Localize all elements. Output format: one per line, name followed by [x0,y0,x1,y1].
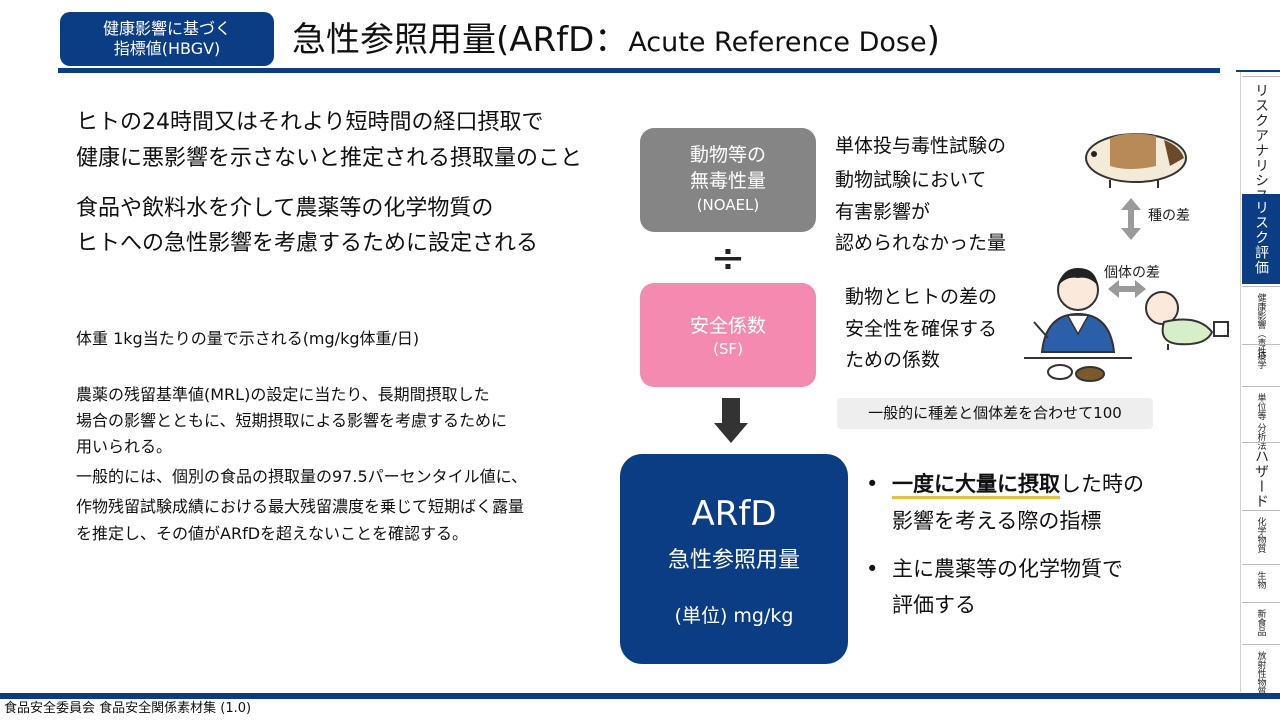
sf-line-1: 安全係数 [689,315,766,337]
bullet-2-line-2: 評価する [892,593,976,617]
arfd-name: 急性参照用量 [667,548,800,573]
sidebar-item-novel-foods[interactable]: 新食品 [1242,602,1280,642]
unit-note: 体重 1kg当たりの量で示される(mg/kg体重/日) [76,329,420,348]
sidebar-item-chemicals[interactable]: 化学物質 [1242,510,1280,562]
bullet-1-highlight: 一度に大量に摂取 [892,472,1060,499]
title-end: ) [926,20,940,60]
sf-desc-3: ための係数 [845,349,941,371]
footer-rule [0,693,1280,699]
guinea-pig-icon [1085,133,1187,188]
sidebar-item-risk-analysis[interactable]: リスクアナリシス [1242,76,1280,203]
sidebar-label: 生物 [1255,571,1266,589]
sf-desc-2: 安全性を確保する [845,318,998,340]
down-arrow-icon [714,423,748,443]
bullet-dot: • [866,472,879,496]
individual-arrow-icon [1108,280,1146,298]
arfd-box: ARfD 急性参照用量 (単位) mg/kg [620,454,848,664]
noael-desc-4: 認められなかった量 [835,232,1007,254]
adult-eating-icon [1024,268,1132,382]
species-label: 種の差 [1148,208,1190,224]
bullet-2-line-1: 主に農薬等の化学物質で [892,557,1123,581]
noael-desc-1: 単体投与毒性試験の [835,135,1007,157]
sidebar-item-radioactive[interactable]: 放射性物質 [1242,644,1280,696]
sidebar-item-health-effects[interactable]: 健康影響（毒性） [1242,286,1280,365]
sidebar-label: 健康影響（毒性） [1255,293,1266,365]
noael-desc-2: 動物試験において [835,169,987,191]
sidebar-item-units-methods[interactable]: 単位等 分析法 [1242,386,1280,450]
bullet-2: • 主に農薬等の化学物質で [866,552,1123,586]
sidebar-top-rule [1236,70,1280,72]
mrl-line-6: を推定し、その値がARfDを超えないことを確認する。 [76,524,469,543]
mrl-line-2: 場合の影響とともに、短期摂取による影響を考慮するために [76,411,508,430]
sidebar-item-hazard[interactable]: ハザード [1242,442,1280,509]
species-arrow-icon [1121,198,1141,240]
sidebar-item-epidemiology[interactable]: 疫学 [1242,344,1280,384]
sidebar-label: ハザード [1253,449,1269,509]
arfd-abbr: ARfD [691,494,777,534]
sidebar-label: 新食品 [1255,609,1266,636]
bullet-1-line-2: 影響を考える際の指標 [892,509,1102,533]
title-sub: Acute Reference Dose [628,27,927,58]
purpose-line-1: 食品や飲料水を介して農薬等の化学物質の [76,196,494,221]
noael-line-2: 無毒性量 [689,170,766,192]
sf-note: 一般的に種差と個体差を合わせて100 [837,398,1153,429]
baby-icon [1145,291,1229,350]
definition-line-1: ヒトの24時間又はそれより短時間の経口摂取で [76,110,544,135]
sf-line-2: (SF) [713,340,743,358]
sidebar-item-risk-assessment[interactable]: リスク評価 [1242,194,1280,284]
definition-line-2: 健康に悪影響を示さないと推定される摂取量のこと [76,146,583,171]
noael-line-1: 動物等の [689,144,766,166]
sidebar-label: 放射性物質 [1255,651,1266,696]
header-rule [58,68,1220,73]
footer-credit: 食品安全委員会 食品安全関係素材集 (1.0) [4,701,252,716]
mrl-line-5: 作物残留試験成績における最大残留濃度を乗じて短期ばく露量 [76,497,525,516]
sidebar-label: 疫学 [1255,351,1266,369]
sidebar-label: リスクアナリシス [1253,83,1269,203]
divide-symbol: ÷ [710,233,746,282]
sidebar-divider [1240,72,1241,692]
noael-line-3: (NOAEL) [696,196,760,214]
sidebar-label: 化学物質 [1255,517,1266,553]
mrl-line-1: 農薬の残留基準値(MRL)の設定に当たり、長期間摂取した [76,385,490,404]
noael-box: 動物等の 無毒性量 (NOAEL) [640,128,816,232]
sidebar-label: 単位等 分析法 [1255,393,1266,450]
bullet-1: • 一度に大量に摂取した時の [866,467,1144,501]
hbgv-tag: 健康影響に基づく 指標値(HBGV) [60,12,274,66]
tag-line-2: 指標値(HBGV) [113,39,221,58]
bullet-1-rest: した時の [1060,472,1144,496]
bullet-dot: • [866,557,879,581]
arfd-unit: (単位) mg/kg [674,605,794,627]
sidebar-label: リスク評価 [1253,200,1269,275]
title-main: 急性参照用量(ARfD： [292,20,629,60]
noael-desc-3: 有害影響が [835,201,931,223]
sidebar-item-biological[interactable]: 生物 [1242,564,1280,600]
sf-box: 安全係数 (SF) [640,283,816,387]
mrl-line-3: 用いられる。 [76,437,173,456]
tag-line-1: 健康影響に基づく [102,19,231,38]
down-arrow-shaft [722,398,740,424]
page-title: 急性参照用量(ARfD：Acute Reference Dose) [292,18,940,65]
sf-desc-1: 動物とヒトの差の [845,286,998,308]
mrl-line-4: 一般的には、個別の食品の摂取量の97.5パーセンタイル値に、 [76,467,528,486]
purpose-line-2: ヒトへの急性影響を考慮するために設定される [76,231,539,256]
individual-label: 個体の差 [1104,265,1160,281]
